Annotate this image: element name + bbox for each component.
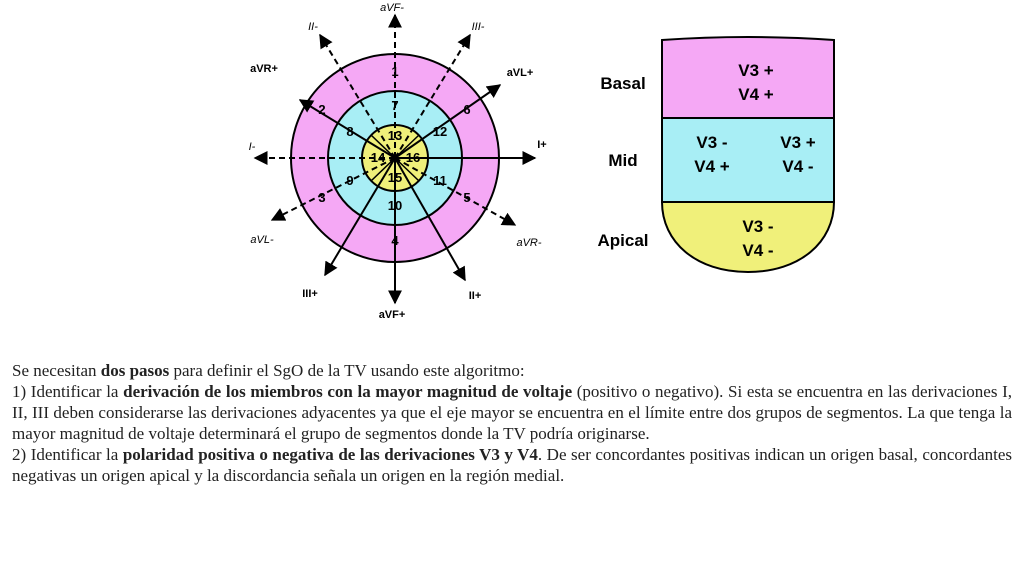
ii-negative-axis <box>319 33 396 159</box>
apical-divider-2 <box>370 134 420 182</box>
avl-negative-axis <box>270 157 396 221</box>
step-2-text-end: . De ser concordantes positivas indican … <box>12 445 1012 485</box>
iii-negative-axis <box>394 33 471 159</box>
region-label-mid: Mid <box>608 151 637 170</box>
segment-7: 7 <box>391 98 398 113</box>
apical-region <box>660 201 836 274</box>
intro-text: Se necesitan <box>12 361 101 380</box>
lead-avr-positive-label: aVR+ <box>250 63 278 75</box>
lead-avl-negative-label: aVL- <box>250 234 274 246</box>
segment-15: 15 <box>388 170 402 185</box>
segment-16: 16 <box>406 150 420 165</box>
segment-13: 13 <box>388 128 402 143</box>
segment-6: 6 <box>463 102 470 117</box>
intro-bold: dos pasos <box>100 361 170 380</box>
mid-left-v4-polarity: V4 + <box>694 157 730 176</box>
lead-avl-positive-label: aVL+ <box>507 67 534 79</box>
basal-region <box>661 36 835 119</box>
step-2-bold: polaridad positiva o negativa de las der… <box>122 445 538 464</box>
lead-ii-negative-label: II- <box>308 21 318 33</box>
ventricle-diagram <box>660 36 836 274</box>
mid-right-v3-polarity: V3 + <box>780 133 816 152</box>
lead-i-positive-label: I+ <box>537 139 546 151</box>
avl-positive-axis <box>394 84 502 159</box>
bullseye-and-heart-diagram: 1 2 3 4 5 6 7 8 9 10 11 12 13 14 15 16 a… <box>249 2 836 321</box>
step-2-paragraph: 2) Identificar la polaridad positiva o n… <box>12 444 1012 486</box>
mid-right-v4-polarity: V4 - <box>782 157 813 176</box>
apical-v3-polarity: V3 - <box>742 217 773 236</box>
avr-negative-axis <box>394 157 517 226</box>
segment-1: 1 <box>391 64 398 79</box>
basal-v4-polarity: V4 + <box>738 85 774 104</box>
algorithm-description: Se necesitan dos pasos para definir el S… <box>12 360 1012 486</box>
lead-ii-positive-label: II+ <box>469 290 482 302</box>
mid-left-v3-polarity: V3 - <box>696 133 727 152</box>
step-1-paragraph: 1) Identificar la derivación de los miem… <box>12 381 1012 444</box>
segment-9: 9 <box>346 173 353 188</box>
segment-12: 12 <box>433 124 447 139</box>
region-label-basal: Basal <box>600 74 645 93</box>
lead-iii-positive-label: III+ <box>302 288 318 300</box>
lead-iii-negative-label: III- <box>472 21 485 33</box>
segment-2: 2 <box>318 102 325 117</box>
lead-avf-negative-label: aVF- <box>380 2 404 14</box>
step-1-text-end: (positivo o negativo). Si esta se encuen… <box>12 382 1013 443</box>
segment-10: 10 <box>388 198 402 213</box>
intro-paragraph: Se necesitan dos pasos para definir el S… <box>12 360 1012 381</box>
segment-14: 14 <box>371 150 386 165</box>
region-label-apical: Apical <box>597 231 648 250</box>
segment-4: 4 <box>391 233 399 248</box>
lead-avf-positive-label: aVF+ <box>379 309 406 321</box>
iii-positive-axis <box>324 157 396 277</box>
mid-region <box>661 117 835 203</box>
avr-positive-axis <box>298 99 396 159</box>
basal-v3-polarity: V3 + <box>738 61 774 80</box>
step-1-text: 1) Identificar la <box>12 382 124 401</box>
lead-avr-negative-label: aVR- <box>516 237 541 249</box>
segment-11: 11 <box>433 173 447 188</box>
step-2-text: 2) Identificar la <box>12 445 123 464</box>
apical-v4-polarity: V4 - <box>742 241 773 260</box>
segment-5: 5 <box>463 190 470 205</box>
lead-i-negative-label: I- <box>249 141 256 153</box>
segment-8: 8 <box>346 124 353 139</box>
ii-positive-axis <box>394 157 466 282</box>
segment-3: 3 <box>318 190 325 205</box>
step-1-bold: derivación de los miembros con la mayor … <box>123 382 573 401</box>
intro-text-end: para definir el SgO de la TV usando este… <box>169 361 525 380</box>
